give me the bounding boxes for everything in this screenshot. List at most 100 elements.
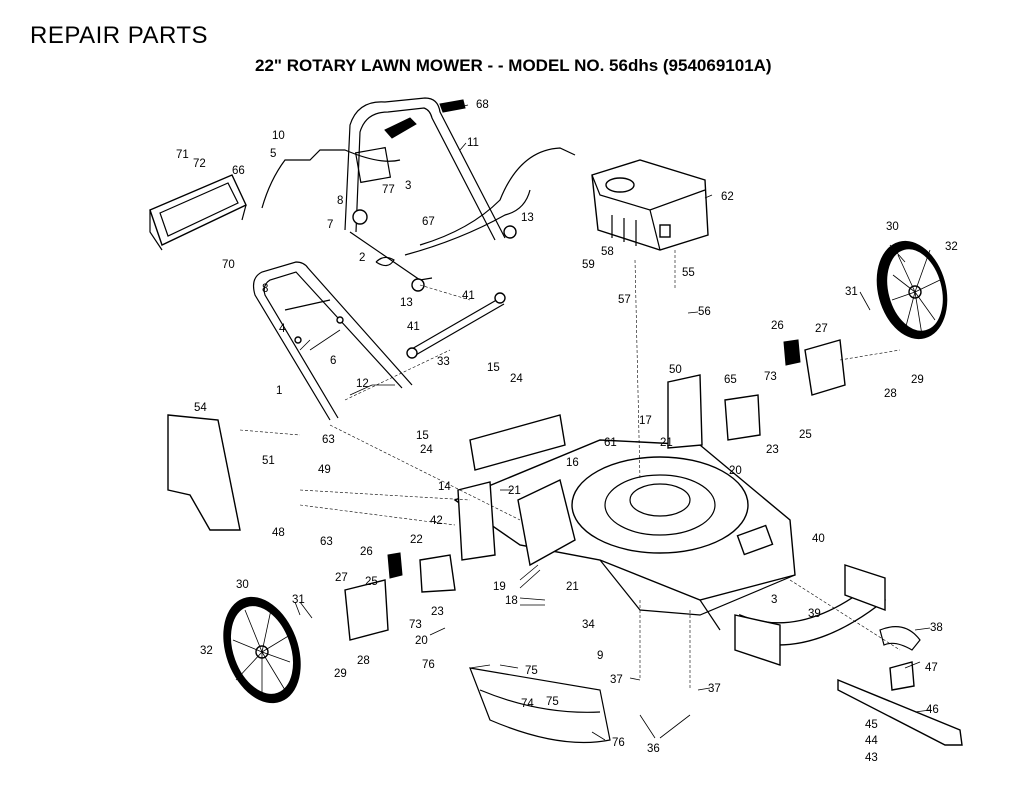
part-label: 61 (604, 437, 617, 449)
part-number-labels: 68 11 10 5 71 72 66 77 3 8 7 67 13 62 70… (176, 99, 958, 764)
part-label: 41 (462, 290, 475, 302)
part-label: 25 (365, 576, 378, 588)
wheel-left-drawing (223, 596, 301, 704)
part-label: 40 (812, 533, 825, 545)
part-label: 24 (420, 444, 433, 456)
part-label: 2 (359, 252, 365, 264)
page-title: REPAIR PARTS (30, 22, 209, 49)
part-label: 75 (546, 696, 559, 708)
blade-drawing (837, 626, 963, 746)
part-label: 55 (682, 267, 695, 279)
part-label: 71 (176, 149, 189, 161)
part-label: 34 (582, 619, 595, 631)
part-label: 41 (407, 321, 420, 333)
part-label: 38 (930, 622, 943, 634)
part-label: 4 (279, 323, 286, 335)
part-label: 5 (270, 148, 276, 160)
part-label: 27 (335, 572, 348, 584)
part-label: 57 (618, 294, 631, 306)
page-subtitle: 22" ROTARY LAWN MOWER - - MODEL NO. 56dh… (255, 56, 772, 75)
part-label: 7 (327, 219, 333, 231)
part-label: 65 (724, 374, 737, 386)
part-label: 21 (566, 581, 579, 593)
part-label: 68 (476, 99, 489, 111)
part-label: 29 (911, 374, 924, 386)
part-label: 73 (409, 619, 422, 631)
part-label: 31 (292, 594, 305, 606)
part-label: 32 (200, 645, 213, 657)
part-label: 23 (431, 606, 444, 618)
part-label: 13 (521, 212, 534, 224)
part-label: 37 (708, 683, 721, 695)
part-label: 31 (845, 286, 858, 298)
part-label: 26 (360, 546, 373, 558)
part-label: 19 (493, 581, 506, 593)
part-label: 10 (272, 130, 285, 142)
rear-wheel-right-drawing (876, 240, 948, 340)
part-label: 1 (276, 385, 282, 397)
part-label: 46 (926, 704, 939, 716)
part-label: 56 (698, 306, 711, 318)
part-label: 13 (400, 297, 413, 309)
part-label: 20 (415, 635, 428, 647)
engine-drawing (591, 159, 709, 251)
part-label: 51 (262, 455, 275, 467)
part-label: 9 (597, 650, 603, 662)
part-label: 63 (320, 536, 333, 548)
part-label: 63 (322, 434, 335, 446)
part-label: 58 (601, 246, 614, 258)
part-label: 75 (525, 665, 538, 677)
axle-bar-drawing (406, 292, 506, 359)
part-label: 16 (566, 457, 579, 469)
part-label: 73 (764, 371, 777, 383)
part-label: 49 (318, 464, 331, 476)
part-label: 62 (721, 191, 734, 203)
front-skirt-drawing (469, 667, 611, 744)
part-label: 21 (660, 437, 673, 449)
part-label: 76 (612, 737, 625, 749)
part-label: 67 (422, 216, 435, 228)
upper-handle-drawing (344, 97, 517, 292)
part-label: 47 (925, 662, 938, 674)
part-label: 24 (510, 373, 523, 385)
part-label: 6 (330, 355, 336, 367)
part-label: 27 (815, 323, 828, 335)
part-label: 28 (884, 388, 897, 400)
part-label: 74 (521, 698, 534, 710)
part-label: 23 (766, 444, 779, 456)
leader-lines (294, 104, 931, 741)
part-label: 22 (410, 534, 423, 546)
part-label: 3 (405, 180, 411, 192)
part-label: 15 (416, 430, 429, 442)
part-label: 77 (382, 184, 395, 196)
part-label: 12 (356, 378, 369, 390)
part-label: 43 (865, 752, 878, 764)
part-label: 36 (647, 743, 660, 755)
part-label: 42 (430, 515, 443, 527)
part-label: 3 (771, 594, 777, 606)
part-label: 30 (886, 221, 899, 233)
part-label: 66 (232, 165, 245, 177)
part-label: 17 (639, 415, 652, 427)
part-label: 45 (865, 719, 878, 731)
part-label: 76 (422, 659, 435, 671)
part-label: 25 (799, 429, 812, 441)
part-label: 54 (194, 402, 207, 414)
part-label: 39 (808, 608, 821, 620)
mower-deck-drawing (453, 439, 796, 631)
part-label: 44 (865, 735, 878, 747)
part-label: 37 (610, 674, 623, 686)
part-label: 70 (222, 259, 235, 271)
part-label: 50 (669, 364, 682, 376)
assembly-lines (239, 250, 901, 690)
bag-frame-top-drawing (149, 174, 247, 251)
part-label: 20 (729, 465, 742, 477)
part-label: 8 (262, 283, 268, 295)
part-label: 72 (193, 158, 206, 170)
part-label: 29 (334, 668, 347, 680)
part-label: 28 (357, 655, 370, 667)
lower-handle-drawing (252, 261, 413, 421)
part-label: 26 (771, 320, 784, 332)
part-label: 33 (437, 356, 450, 368)
